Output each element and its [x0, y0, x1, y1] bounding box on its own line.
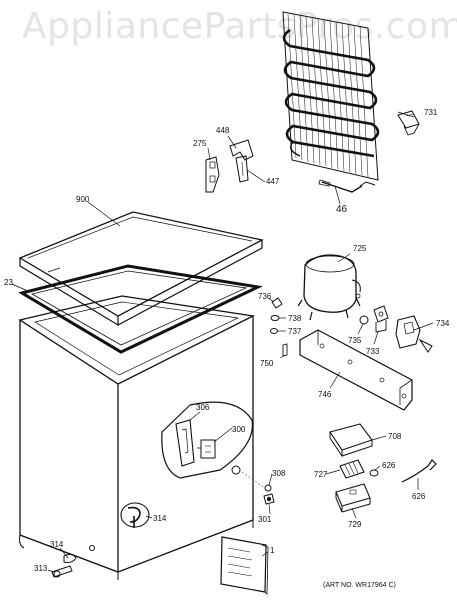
detail-306-300 [161, 401, 253, 479]
callout-308: 308 [272, 469, 286, 478]
callout-900: 900 [76, 195, 90, 204]
callout-313: 313 [34, 564, 48, 573]
callout-275: 275 [193, 139, 207, 148]
callout-314: 314 [50, 540, 64, 549]
part-731-bracket [397, 110, 420, 136]
part-1-manual [220, 536, 269, 595]
part-708-cover [329, 423, 373, 458]
part-734-relay [395, 315, 433, 353]
callout-1: 1 [270, 546, 275, 555]
callout-734: 734 [436, 319, 450, 328]
cabinet [18, 295, 256, 580]
part-308-301 [241, 471, 275, 505]
condenser-coil [282, 11, 380, 181]
callout-738: 738 [288, 314, 302, 323]
callout-23: 23 [4, 278, 13, 287]
detail-314 [120, 502, 150, 528]
watermark-text: AppliancePartsPros.com [22, 6, 457, 47]
callout-727: 727 [314, 470, 328, 479]
part-448-hinge-cover [229, 139, 254, 183]
callout-626-connector: 626 [382, 461, 396, 470]
callout-306: 306 [196, 403, 210, 412]
part-900-lid [18, 211, 264, 327]
callout-708: 708 [388, 432, 402, 441]
part-736-738-737-750 [270, 297, 288, 357]
callout-labels: 900 23 275 448 447 46 731 725 736 738 73… [4, 108, 450, 573]
callout-626-cord: 626 [412, 492, 426, 501]
part-313-314 [51, 545, 95, 578]
callout-733: 733 [366, 347, 380, 356]
part-725-compressor [297, 254, 361, 321]
part-46-tube [318, 179, 376, 193]
callout-300: 300 [232, 425, 246, 434]
callout-736: 736 [258, 292, 272, 301]
callout-447: 447 [266, 177, 280, 186]
callout-725: 725 [353, 244, 367, 253]
part-735-733 [359, 305, 389, 333]
callout-735: 735 [348, 336, 362, 345]
part-746-baseplate [299, 329, 413, 411]
callout-746: 746 [318, 390, 332, 399]
callout-301: 301 [258, 515, 272, 524]
callout-314-detail: 314 [153, 514, 167, 523]
leader-lines [11, 111, 434, 573]
callout-46: 46 [336, 204, 348, 215]
cabinet-hole [231, 465, 241, 475]
callout-750: 750 [260, 359, 274, 368]
part-626-connector [369, 459, 437, 483]
part-275-hinge [205, 156, 220, 193]
art-number: (ART NO. WR17964 C) [323, 582, 396, 589]
callout-448: 448 [216, 126, 230, 135]
callout-731: 731 [424, 108, 438, 117]
callout-737: 737 [288, 327, 302, 336]
part-23-gasket [18, 264, 263, 354]
callout-729: 729 [348, 520, 362, 529]
part-727-board [339, 459, 365, 479]
part-729-bracket [335, 483, 371, 513]
